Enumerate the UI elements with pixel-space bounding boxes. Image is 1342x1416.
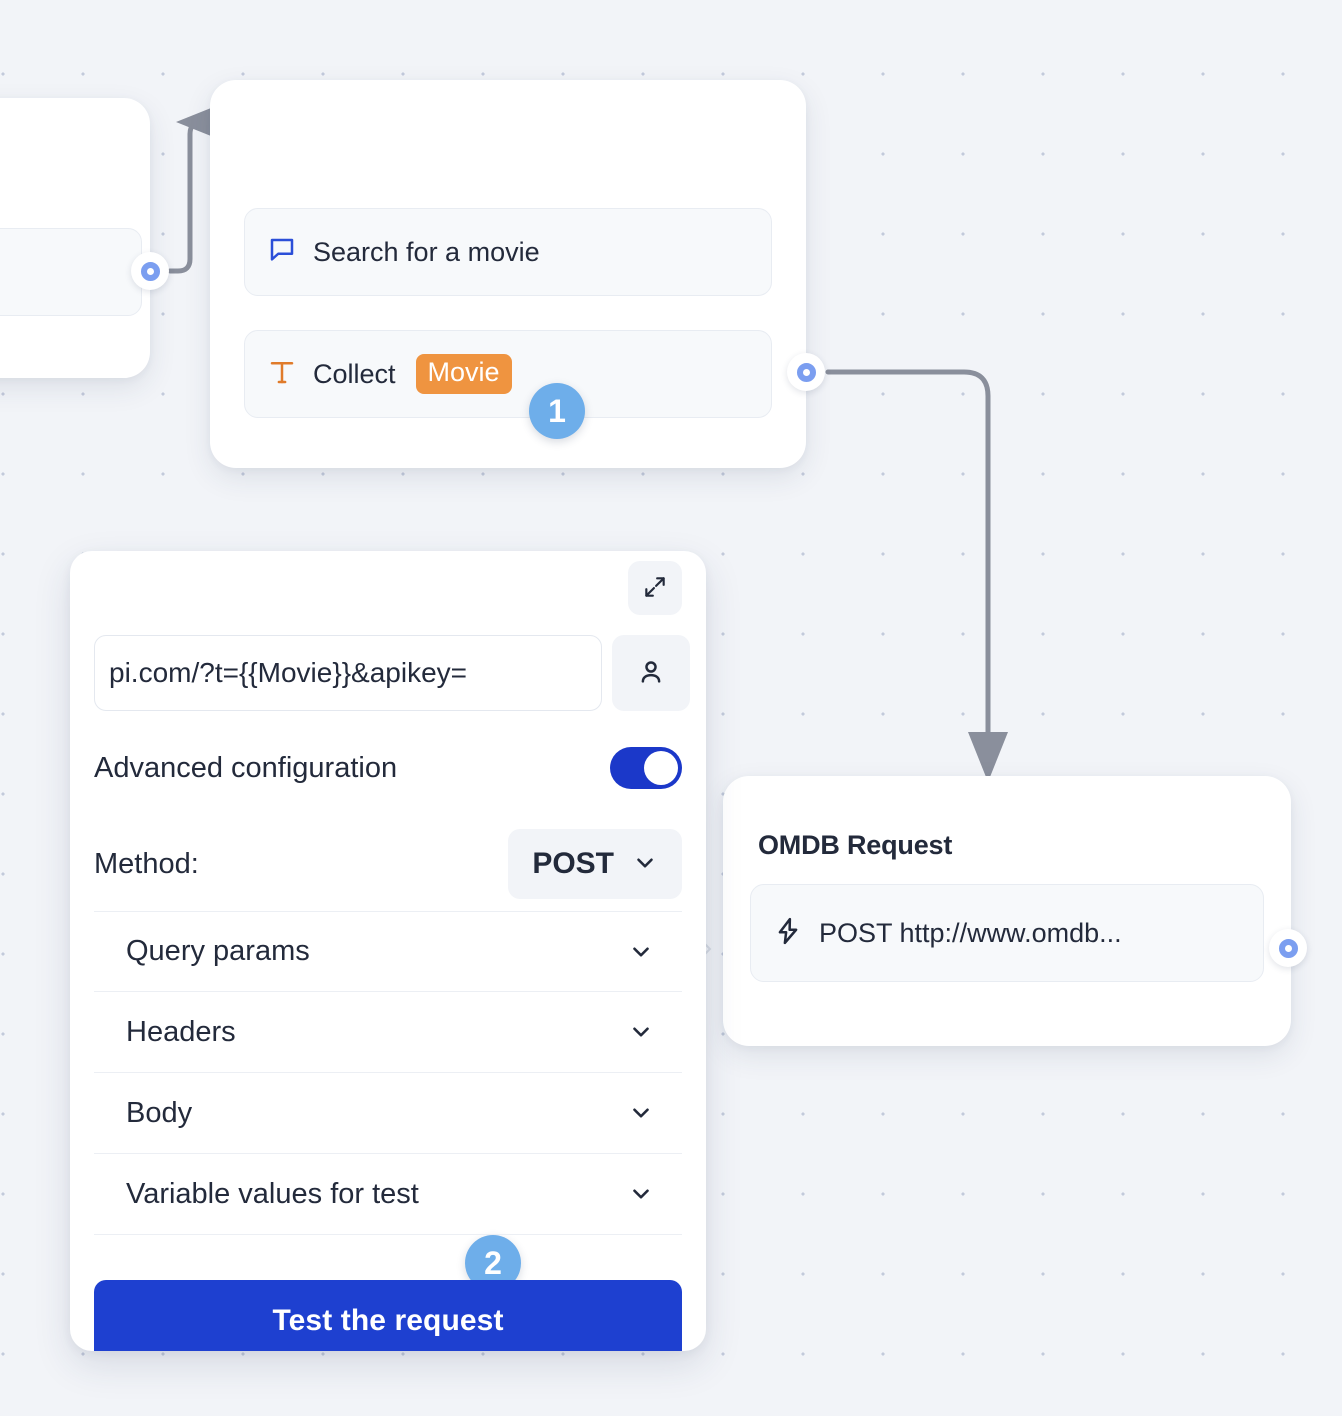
chevron-down-icon [628,1181,682,1207]
step-marker-1: 1 [529,383,585,439]
node-row-label: Collect [313,359,396,390]
toggle-knob [644,751,678,785]
request-config-panel: 2 Advanced configuration Method: POST Qu… [70,551,706,1351]
advanced-configuration-toggle[interactable] [610,747,682,789]
node-row-post-request[interactable]: POST http://www.omdb... [750,884,1264,982]
text-type-icon [267,357,297,392]
chevron-down-icon [632,850,658,879]
partial-node-left[interactable] [0,98,150,378]
expand-diagonal-icon [642,574,668,603]
accordion-list: Query params Headers Body Variable value… [94,911,682,1235]
chevron-down-icon [628,939,682,965]
accordion-variable-values-for-test[interactable]: Variable values for test [94,1154,682,1235]
speech-bubble-icon [267,235,297,270]
variable-badge-movie[interactable]: Movie [416,354,512,394]
node-title-omdb-request: OMDB Request [758,830,952,861]
partial-node-row[interactable] [0,228,142,316]
node-omdb-request[interactable]: OMDB Request POST http://www.omdb... [723,776,1291,1046]
node-row-label: Search for a movie [313,237,540,268]
url-row [94,635,690,711]
method-label: Method: [94,848,199,881]
node-row-collect-movie[interactable]: Collect Movie [244,330,772,418]
authentication-button[interactable] [612,635,690,711]
node-row-label: POST http://www.omdb... [819,918,1122,949]
advanced-configuration-row: Advanced configuration [94,747,682,789]
node-row-search-for-a-movie[interactable]: Search for a movie [244,208,772,296]
accordion-label: Variable values for test [94,1178,419,1211]
connector-handle-movie-search-output[interactable] [787,353,825,391]
accordion-headers[interactable]: Headers [94,992,682,1073]
accordion-label: Body [94,1097,192,1130]
person-icon [636,657,666,690]
advanced-configuration-label: Advanced configuration [94,752,397,785]
chevron-down-icon [628,1019,682,1045]
method-row: Method: POST [94,829,682,899]
accordion-label: Query params [94,935,310,968]
accordion-body[interactable]: Body [94,1073,682,1154]
accordion-query-params[interactable]: Query params [94,911,682,992]
request-url-input[interactable] [94,635,602,711]
accordion-label: Headers [94,1016,236,1049]
connector-handle-left-node-output[interactable] [131,252,169,290]
chevron-down-icon [628,1100,682,1126]
expand-panel-button[interactable] [628,561,682,615]
lightning-bolt-icon [773,916,803,951]
test-the-request-button[interactable]: Test the request [94,1280,682,1351]
node-movie-search[interactable]: Movie search Search for a movie Collect … [210,80,806,468]
method-value: POST [532,847,614,881]
method-select[interactable]: POST [508,829,682,899]
connector-handle-omdb-output[interactable] [1269,929,1307,967]
